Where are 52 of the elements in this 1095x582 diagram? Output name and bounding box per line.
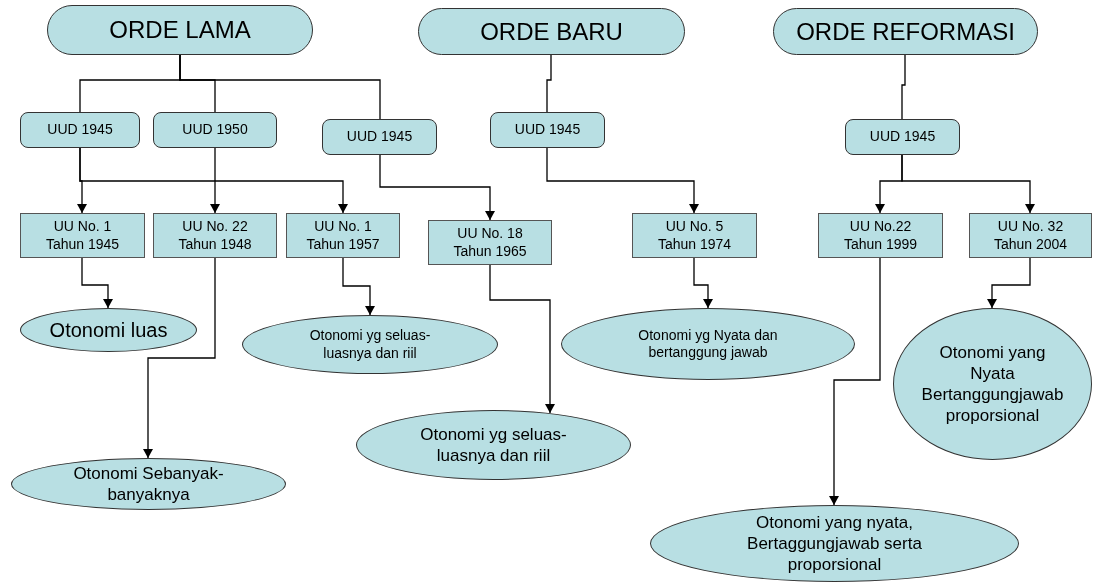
connector-arrow: [210, 147, 220, 214]
connector-line: [546, 54, 552, 113]
node-text: ORDE REFORMASI: [796, 16, 1015, 47]
node-text: UUD 1945: [514, 121, 581, 139]
node-text: UU No.22 Tahun 1999: [842, 218, 919, 253]
node-text: UUD 1950: [182, 121, 248, 139]
node-text: Otonomi yg Nyata dan bertanggung jawab: [637, 326, 779, 362]
constitution-box: [20, 112, 140, 148]
connector-arrow: [379, 154, 495, 221]
era-pill: [418, 8, 685, 55]
node-text: UU No. 32 Tahun 2004: [992, 218, 1069, 253]
node-text: UU No. 22 Tahun 1948: [177, 218, 253, 253]
node-text: UUD 1945: [869, 128, 936, 146]
node-text: Otonomi luas: [49, 317, 168, 343]
node-text: Otonomi yg seluas-luasnya dan riil: [419, 423, 568, 467]
node-text: Otonomi yang Nyata Bertanggungjawab proporsional: [920, 341, 1065, 427]
node-text: Otonomi yg seluas-luasnya dan riil: [308, 327, 432, 362]
law-box: [286, 213, 400, 258]
node-text: UU No. 1 Tahun 1957: [305, 218, 381, 253]
connector-arrow: [829, 257, 881, 506]
era-pill: [47, 5, 313, 55]
law-box: [20, 213, 145, 258]
constitution-box: [845, 119, 960, 155]
node-text: ORDE BARU: [480, 16, 623, 47]
connector-arrow: [79, 147, 348, 214]
connector-line: [179, 54, 381, 120]
node-text: UU No. 5 Tahun 1974: [656, 218, 733, 253]
law-box: [428, 220, 552, 265]
law-box: [969, 213, 1092, 258]
connector-arrow: [901, 154, 1035, 214]
connector-line: [901, 54, 906, 120]
law-box: [632, 213, 757, 258]
connector-arrow: [489, 264, 555, 414]
law-box: [153, 213, 277, 258]
node-text: UU No. 18 Tahun 1965: [452, 225, 528, 260]
era-pill: [773, 8, 1038, 55]
node-text: Otonomi Sebanyak-banyaknya: [72, 462, 225, 506]
connector-arrow: [987, 257, 1031, 309]
connector-arrow: [143, 257, 216, 459]
connector-arrow: [693, 257, 713, 309]
connector-arrow: [546, 147, 699, 214]
constitution-box: [490, 112, 605, 148]
law-box: [818, 213, 943, 258]
connector-arrow: [342, 257, 375, 316]
constitution-box: [153, 112, 277, 148]
node-text: ORDE LAMA: [109, 15, 251, 45]
connector-arrow: [81, 257, 113, 309]
node-text: Otonomi yang nyata, Bertaggungjawab serta proporsional: [746, 511, 923, 576]
node-text: UUD 1945: [47, 121, 113, 139]
node-text: UU No. 1 Tahun 1945: [44, 218, 121, 253]
constitution-box: [322, 119, 437, 155]
node-text: UUD 1945: [346, 128, 413, 146]
